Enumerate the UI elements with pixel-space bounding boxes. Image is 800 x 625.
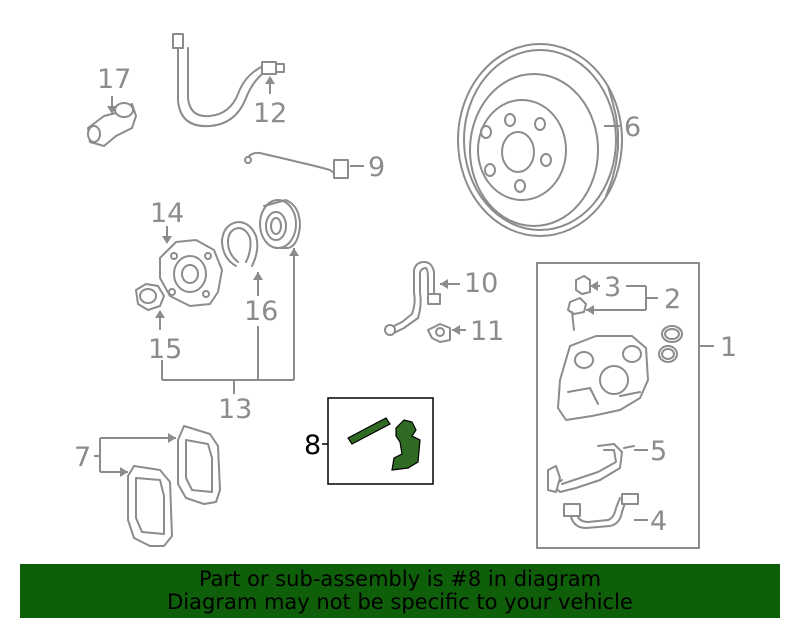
part-3-bleeder-screw[interactable] xyxy=(567,275,600,331)
callout-17: 17 xyxy=(97,64,131,95)
wheel-bearing[interactable] xyxy=(259,199,301,249)
part-9-wear-sensor[interactable] xyxy=(244,151,364,179)
callout-6: 6 xyxy=(624,112,641,143)
callout-10: 10 xyxy=(464,268,498,299)
part-8-guide-pin xyxy=(347,417,391,445)
banner-line-1: Part or sub-assembly is #8 in diagram xyxy=(198,567,602,591)
callout-9: 9 xyxy=(368,152,385,183)
part-16-snap-ring[interactable] xyxy=(221,221,263,296)
callout-15: 15 xyxy=(148,334,182,365)
callout-13: 13 xyxy=(218,394,252,425)
callout-14: 14 xyxy=(150,198,184,229)
callout-13-bracket xyxy=(161,248,299,394)
part-6-brake-rotor[interactable] xyxy=(457,43,623,237)
part-10-brake-line[interactable] xyxy=(384,261,460,336)
info-banner: Part or sub-assembly is #8 in diagram Di… xyxy=(20,564,780,618)
caliper-assembly-box[interactable] xyxy=(536,262,714,549)
part-1-caliper-housing[interactable] xyxy=(557,335,649,421)
part-12-brake-hose[interactable] xyxy=(172,33,285,128)
part-4-brake-tube[interactable] xyxy=(563,493,648,529)
part-15-hub-nut[interactable] xyxy=(135,283,165,330)
part-14-wheel-hub[interactable] xyxy=(159,226,223,307)
callout-12: 12 xyxy=(253,98,287,129)
part-11-clip[interactable] xyxy=(427,323,466,343)
callout-11: 11 xyxy=(470,316,504,347)
brake-parts-diagram: 17 12 9 6 xyxy=(74,33,737,549)
callout-3: 3 xyxy=(604,272,621,303)
callout-2: 2 xyxy=(664,284,681,315)
callout-4: 4 xyxy=(650,506,667,537)
part-5-retaining-spring[interactable] xyxy=(547,443,648,493)
caliper-seals[interactable] xyxy=(658,325,683,363)
part-8-highlight-box[interactable] xyxy=(322,397,434,485)
part-7-brake-pads[interactable] xyxy=(94,425,221,547)
part-17-abs-sensor[interactable] xyxy=(87,96,137,147)
callout-7: 7 xyxy=(74,442,91,473)
callout-16: 16 xyxy=(244,296,278,327)
banner-line-2: Diagram may not be specific to your vehi… xyxy=(167,590,633,614)
callout-5: 5 xyxy=(650,436,667,467)
callout-8: 8 xyxy=(304,430,321,461)
part-8-pad-clip xyxy=(391,419,421,471)
callout-1: 1 xyxy=(720,332,737,363)
